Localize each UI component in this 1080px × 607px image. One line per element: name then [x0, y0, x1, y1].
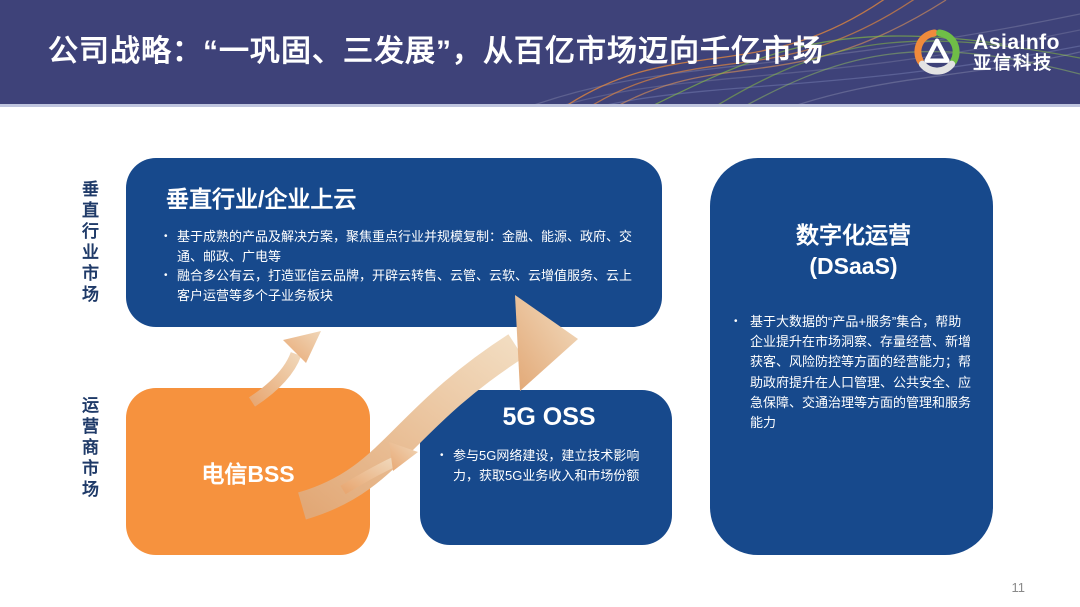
card-dsaas-title-line1: 数字化运营: [796, 222, 911, 248]
bullet-dot-icon: •: [734, 316, 738, 328]
card-oss-title: 5G OSS: [502, 403, 596, 431]
logo-text-zh: 亚信科技: [973, 52, 1054, 73]
card-digital-operation-dsaas: 数字化运营 (DSaaS) • 基于大数据的“产品+服务”集合，帮助企业提升在市…: [710, 158, 993, 555]
slide-header: 公司战略：“一巩固、三发展”，从百亿市场迈向千亿市场 AsiaInfo 亚信科技: [0, 0, 1080, 107]
row-label-operator-market: 运营商市场: [79, 396, 98, 501]
asiainfo-logo-icon: [914, 29, 960, 75]
bullet-dot-icon: •: [164, 270, 168, 281]
card-oss-bullet-1: 参与5G网络建设，建立技术影响力，获取5G业务收入和市场份额: [453, 448, 640, 483]
row-label-vertical-industry-market: 垂直行业市场: [79, 180, 98, 306]
bullet-dot-icon: •: [440, 450, 444, 461]
list-item: • 基于大数据的“产品+服务”集合，帮助企业提升在市场洞察、存量经营、新增获客、…: [734, 312, 973, 433]
list-item: • 参与5G网络建设，建立技术影响力，获取5G业务收入和市场份额: [440, 446, 658, 485]
list-item: • 基于成熟的产品及解决方案，聚焦重点行业并规模复制：金融、能源、政府、交通、邮…: [164, 227, 638, 266]
logo-wordmark: AsiaInfo 亚信科技: [973, 31, 1060, 74]
bullet-dot-icon: •: [164, 231, 168, 242]
header-wave-decoration: [534, 0, 1080, 104]
card-vertical-industry-cloud: 垂直行业/企业上云 • 基于成熟的产品及解决方案，聚焦重点行业并规模复制：金融、…: [126, 158, 662, 327]
card-bss-title: 电信BSS: [201, 460, 295, 487]
card-vertical-title: 垂直行业/企业上云: [166, 186, 357, 212]
card-telecom-bss: 电信BSS: [126, 388, 370, 555]
logo-text-en: AsiaInfo: [973, 30, 1060, 54]
card-dsaas-title: 数字化运营 (DSaaS): [734, 220, 973, 282]
card-vertical-bullet-2: 融合多公有云，打造亚信云品牌，开辟云转售、云管、云软、云增值服务、云上客户运营等…: [177, 268, 633, 303]
card-5g-oss: 5G OSS • 参与5G网络建设，建立技术影响力，获取5G业务收入和市场份额: [420, 390, 672, 545]
asiainfo-logo: AsiaInfo 亚信科技: [911, 26, 1060, 78]
page-number: 11: [1011, 580, 1026, 595]
card-vertical-bullet-1: 基于成熟的产品及解决方案，聚焦重点行业并规模复制：金融、能源、政府、交通、邮政、…: [177, 229, 633, 264]
list-item: • 融合多公有云，打造亚信云品牌，开辟云转售、云管、云软、云增值服务、云上客户运…: [164, 266, 638, 305]
card-dsaas-title-line2: (DSaaS): [809, 253, 898, 280]
card-dsaas-bullet-1: 基于大数据的“产品+服务”集合，帮助企业提升在市场洞察、存量经营、新增获客、风险…: [750, 314, 972, 430]
slide-title: 公司战略：“一巩固、三发展”，从百亿市场迈向千亿市场: [48, 35, 824, 68]
